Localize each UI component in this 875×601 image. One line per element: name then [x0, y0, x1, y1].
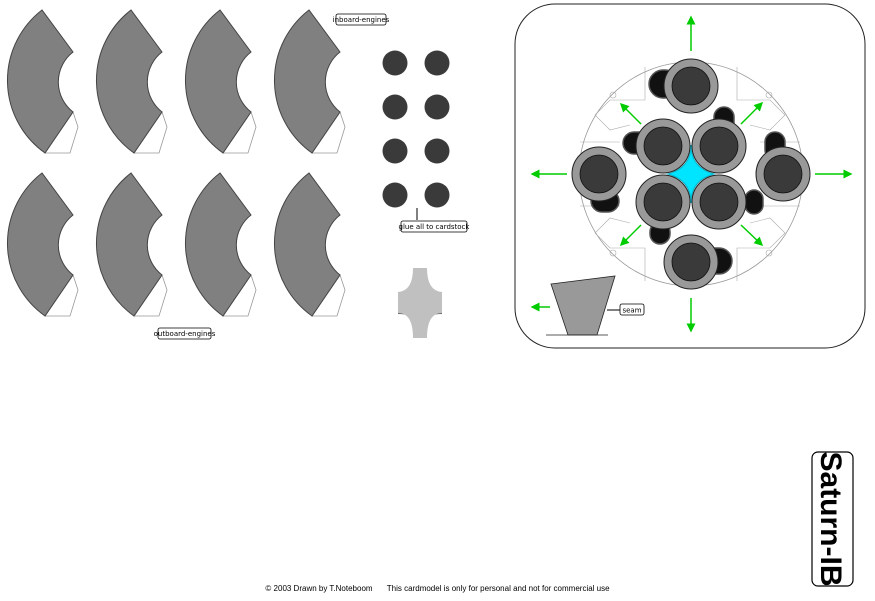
segment-piece — [95, 172, 168, 317]
inboard-label: inboard-engines — [333, 13, 390, 26]
outboard-engine — [663, 234, 719, 290]
direction-arrows — [530, 15, 853, 333]
segment-piece — [184, 172, 257, 317]
center-cross — [666, 144, 716, 204]
outboard-engine — [663, 58, 719, 114]
credit-notice: This cardmodel is only for personal and … — [386, 584, 610, 593]
inboard-engine — [691, 118, 747, 174]
engine-layout-panel: seam — [514, 3, 866, 349]
outboard-engine — [755, 146, 811, 202]
svg-text:glue all to cardstock: glue all to cardstock — [399, 223, 471, 231]
inboard-engine — [635, 118, 691, 174]
inboard-engine — [635, 174, 691, 230]
outboard-label: outboard-engines — [154, 327, 216, 340]
title-badge: Saturn-IB — [811, 451, 854, 587]
seam-label: seam — [607, 303, 645, 316]
cross-piece — [398, 268, 442, 338]
glue-label: glue all to cardstock — [399, 208, 471, 233]
inboard-engine-segments — [6, 9, 346, 154]
segment-piece — [6, 9, 79, 154]
svg-text:inboard-engines: inboard-engines — [333, 16, 390, 24]
segment-piece — [95, 9, 168, 154]
outboard-engine-segments — [6, 172, 346, 317]
svg-text:outboard-engines: outboard-engines — [154, 330, 216, 338]
nozzle-discs — [382, 50, 450, 208]
outboard-engine — [571, 146, 627, 202]
title-text: Saturn-IB — [814, 452, 847, 587]
svg-text:seam: seam — [622, 307, 641, 315]
credit-line: © 2003 Drawn by T.Noteboom This cardmode… — [0, 584, 875, 593]
segment-piece — [273, 172, 346, 317]
segment-piece — [6, 172, 79, 317]
credit-author: © 2003 Drawn by T.Noteboom — [265, 584, 373, 593]
inboard-engine — [691, 174, 747, 230]
segment-piece — [184, 9, 257, 154]
segment-piece — [273, 9, 346, 154]
